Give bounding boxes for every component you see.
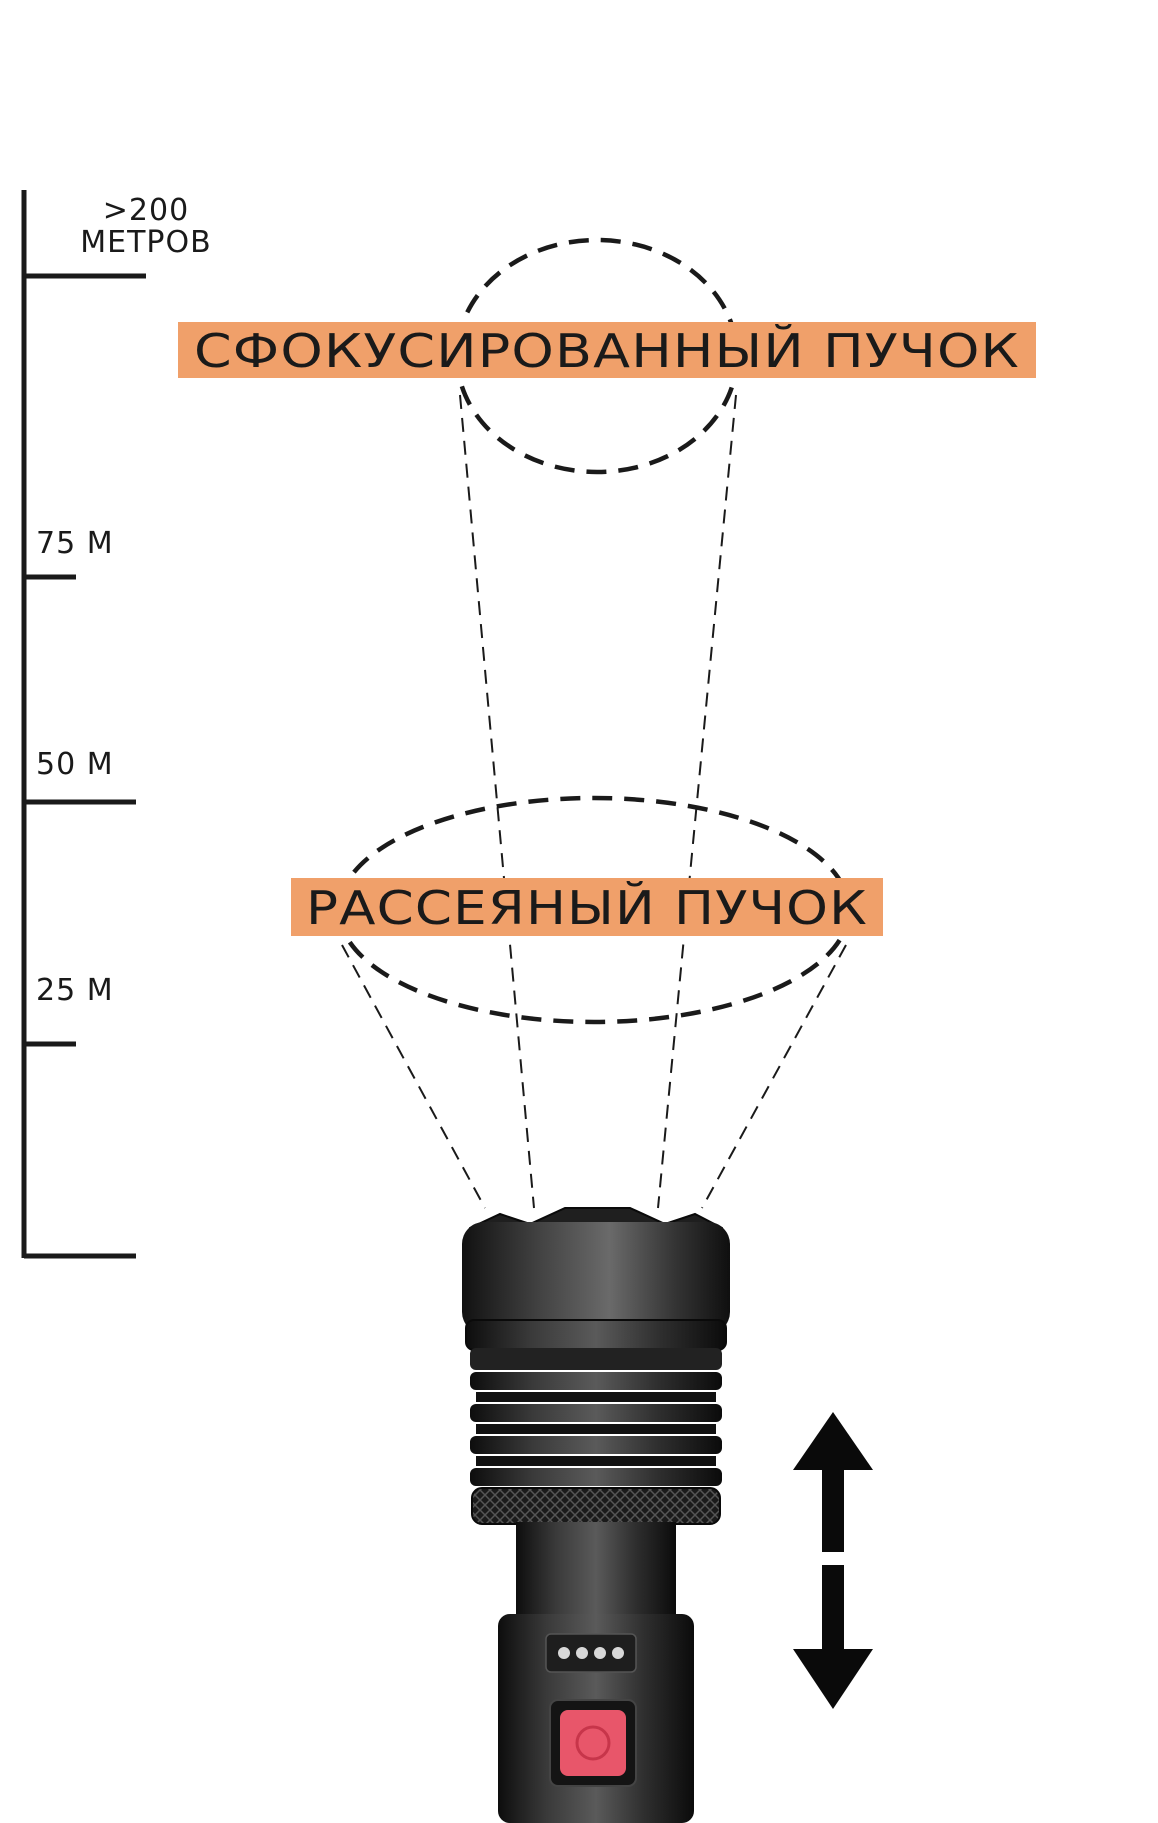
focused-beam-banner: СФОКУСИРОВАННЫЙ ПУЧОК <box>178 322 1036 378</box>
battery-led <box>612 1647 624 1659</box>
focused-beam-edge-right <box>657 394 737 1209</box>
battery-led <box>594 1647 606 1659</box>
diffused-beam-banner-bg <box>291 878 883 936</box>
fin <box>476 1424 716 1434</box>
scale-label-75: 75 М <box>36 526 114 561</box>
focused-beam-banner-bg <box>178 322 1036 378</box>
arrow-up-head <box>793 1412 873 1470</box>
flashlight-head <box>462 1222 730 1334</box>
battery-led-indicator-icon <box>545 1633 637 1673</box>
flashlight-cooling-fins <box>470 1372 722 1486</box>
flashlight-head-collar <box>470 1348 722 1370</box>
scale-label-top-value: >200 <box>103 193 189 228</box>
fin <box>470 1468 722 1486</box>
fin <box>470 1372 722 1390</box>
distance-scale: >200 МЕТРОВ 75 М 50 М 25 М <box>21 190 211 1259</box>
battery-led <box>576 1647 588 1659</box>
diffused-beam-label: РАССЕЯНЫЙ ПУЧОК <box>306 881 868 935</box>
fin <box>470 1404 722 1422</box>
battery-led <box>558 1647 570 1659</box>
battery-indicator-panel <box>545 1633 637 1673</box>
scale-label-top-unit: МЕТРОВ <box>80 225 211 260</box>
focused-beam <box>454 237 740 1209</box>
flashlight-neck <box>516 1522 676 1622</box>
diffused-beam <box>336 795 852 1209</box>
power-button[interactable] <box>560 1710 626 1776</box>
fin <box>476 1456 716 1466</box>
flashlight-head-ring <box>465 1319 727 1351</box>
arrow-down-shaft <box>822 1565 844 1651</box>
arrow-down-head <box>793 1649 873 1709</box>
fin <box>470 1436 722 1454</box>
scale-label-25: 25 М <box>36 973 114 1008</box>
flashlight <box>462 1207 730 1823</box>
arrow-up-shaft <box>822 1468 844 1552</box>
focused-beam-label: СФОКУСИРОВАННЫЙ ПУЧОК <box>194 324 1020 378</box>
scale-label-50: 50 М <box>36 747 114 782</box>
power-button-icon[interactable] <box>549 1699 637 1787</box>
diffused-beam-banner: РАССЕЯНЫЙ ПУЧОК <box>291 878 883 936</box>
fin <box>476 1392 716 1402</box>
diffused-beam-edge-right <box>701 944 847 1209</box>
power-button-glyph <box>575 1725 611 1761</box>
flashlight-knurled-ring[interactable] <box>471 1487 721 1525</box>
diffused-beam-edge-left <box>341 944 486 1209</box>
focused-beam-edge-left <box>459 394 535 1209</box>
double-arrow-vertical-icon <box>793 1412 873 1709</box>
